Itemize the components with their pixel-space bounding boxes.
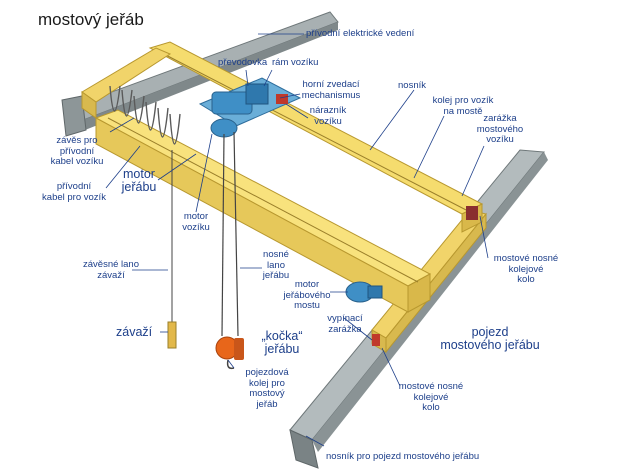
label-runway-rail-line2: kolej pro <box>249 377 285 389</box>
hoist-rope-2 <box>233 131 239 337</box>
label-bridge-motor-line1: motor <box>294 279 320 290</box>
label-trip-stop-line2: zarážka <box>328 323 362 335</box>
label-crane-trolley-line2: jeřábu <box>264 342 300 356</box>
label-bridge-wheel-top: mostové nosné kolejové kolo <box>486 253 566 286</box>
label-runway-rail-line3: mostový <box>249 388 285 399</box>
label-hoist-rope-line2: lano <box>267 259 285 271</box>
pendant-weight <box>167 321 177 349</box>
leader-lines <box>105 33 489 447</box>
label-hoist-rope-line1: nosné <box>263 249 289 260</box>
label-runway-girder: nosník pro pojezd mostového jeřábu <box>326 451 480 462</box>
label-weight: závaží <box>116 325 153 339</box>
label-bumper-line2: vozíku <box>314 115 342 127</box>
label-bumper-line1: nárazník <box>309 105 347 116</box>
label-trip-stop-line1: vypínací <box>327 313 363 324</box>
label-bridge-motor-line3: mostu <box>294 300 320 311</box>
label-bridge-wheel-top-line1: mostové nosné <box>493 253 559 264</box>
label-crane-trolley-line1: „kočka“ <box>261 329 303 343</box>
label-trolley-motor: motor vozíku <box>174 211 218 233</box>
gearbox <box>245 83 269 105</box>
festoon-cable <box>109 85 181 145</box>
label-trolley-rail-line1: kolej pro vozík <box>432 95 494 106</box>
label-pendant-rope: závěsné lano závaží <box>78 259 144 281</box>
label-bridge-stop-line3: vozíku <box>486 134 514 145</box>
label-crane-motor: motor jeřábu <box>116 168 162 194</box>
label-trip-stop: vypínací zarážka <box>320 313 370 335</box>
label-trolley-motor-line1: motor <box>183 211 209 222</box>
label-pendant-rope-line2: závaží <box>97 269 125 281</box>
label-cable-hanger: závěs pro přívodní kabel vozíku <box>42 135 112 168</box>
label-hoist-rope-line3: jeřábu <box>262 270 290 281</box>
label-gearbox: převodovka <box>218 57 268 68</box>
label-trolley-frame: rám vozíku <box>272 57 319 68</box>
label-cable-hanger-line3: kabel vozíku <box>50 156 104 167</box>
label-trolley-motor-line2: vozíku <box>182 221 210 233</box>
label-trolley-rail-line2: na mostě <box>443 105 483 117</box>
label-bridge-stop: zarážka mostového vozíku <box>470 113 530 146</box>
label-crane-trolley: „kočka“ jeřábu <box>252 330 312 356</box>
label-trolley-cable-line2: kabel pro vozík <box>42 191 106 203</box>
label-trolley-rail: kolej pro vozík na mostě <box>424 95 502 117</box>
label-crane-motor-line1: motor <box>123 167 155 181</box>
label-trolley-bumper: nárazník vozíku <box>300 105 356 127</box>
label-upper-hoist-line2: mechanismus <box>301 89 361 101</box>
label-hoist-rope: nosné lano jeřábu <box>256 249 296 282</box>
trip-stop <box>372 334 380 346</box>
label-bridge-wheel-top-line3: kolo <box>517 274 535 285</box>
label-runway-rail: pojezdová kolej pro mostový jeřáb <box>236 367 298 410</box>
label-upper-hoist: horní zvedací mechanismus <box>296 79 366 101</box>
label-trolley-cable: přívodní kabel pro vozík <box>34 181 114 203</box>
label-bridge-wheel-bottom-line3: kolo <box>422 402 440 413</box>
bridge-wheel-right <box>466 206 478 220</box>
label-bridge-stop-line2: mostového <box>476 123 524 135</box>
back-rail-end <box>61 95 87 137</box>
hoist-rope-1 <box>221 133 225 337</box>
label-crane-motor-line2: jeřábu <box>121 180 157 194</box>
label-bridge-wheel-bottom-line2: kolejové <box>413 391 449 403</box>
label-bridge-wheel-bottom: mostové nosné kolejové kolo <box>392 381 470 414</box>
diagram-title: mostový jeřáb <box>38 10 144 29</box>
label-runway-rail-line1: pojezdová <box>245 367 289 378</box>
label-upper-hoist-line1: horní zvedací <box>302 79 360 90</box>
label-bridge-travel-line2: mostového jeřábu <box>440 338 540 352</box>
trolley-bumper <box>276 94 288 104</box>
label-bridge-travel: pojezd mostového jeřábu <box>430 326 550 352</box>
label-bridge-stop-line1: zarážka <box>483 113 517 124</box>
label-trolley-cable-line1: přívodní <box>56 181 92 192</box>
label-cable-hanger-line2: přívodní <box>59 145 95 157</box>
label-cable-hanger-line1: závěs pro <box>56 135 98 146</box>
label-bridge-motor: motor jeřábového mostu <box>276 279 338 312</box>
label-bridge-wheel-bottom-line1: mostové nosné <box>398 381 464 392</box>
label-girder: nosník <box>398 80 426 91</box>
label-pendant-rope-line1: závěsné lano <box>83 259 139 270</box>
label-bridge-wheel-top-line2: kolejové <box>508 263 544 275</box>
label-runway-rail-line4: jeřáb <box>256 398 278 410</box>
label-power-supply-line: přívodní elektrické vedení <box>306 28 415 39</box>
label-bridge-travel-line1: pojezd <box>471 325 509 339</box>
label-bridge-motor-line2: jeřábového <box>283 289 331 301</box>
